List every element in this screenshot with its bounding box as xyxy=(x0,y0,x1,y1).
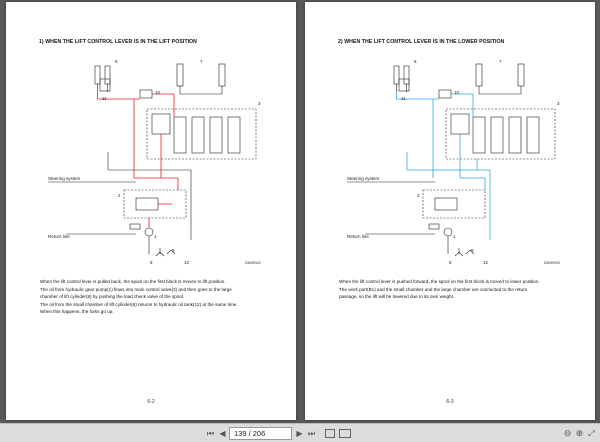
label-6: 6 xyxy=(414,59,417,64)
label-1: 1 xyxy=(453,234,456,239)
label-8: 8 xyxy=(449,260,452,265)
document-viewer: 1) WHEN THE LIFT CONTROL LEVER IS IN THE… xyxy=(6,2,595,420)
label-10: 10 xyxy=(155,90,161,95)
first-page-icon[interactable]: ⏮ xyxy=(206,428,215,438)
single-page-view-icon[interactable] xyxy=(325,429,335,438)
page-indicator: 139 / 206 xyxy=(234,429,266,438)
label-11: 11 xyxy=(102,96,107,101)
label-9: 9 xyxy=(172,248,175,253)
label-8: 8 xyxy=(150,260,153,265)
return-line-label: Return line xyxy=(48,234,70,239)
page-number-input[interactable]: 139 / 206 xyxy=(229,427,292,440)
paragraph: When the lift control lever is pulled ba… xyxy=(40,279,226,284)
page-right: 2) WHEN THE LIFT CONTROL LEVER IS IN THE… xyxy=(305,2,595,420)
label-12: 12 xyxy=(483,260,489,265)
return-line-label: Return line xyxy=(347,234,369,239)
last-page-icon[interactable]: ⏭ xyxy=(307,428,316,438)
steering-label: Steering system xyxy=(48,176,81,181)
label-6: 6 xyxy=(115,59,118,64)
paragraph: chamber of lift cylinder(8) by pushing t… xyxy=(40,294,185,299)
page-number: 6-2 xyxy=(147,399,155,405)
page-title: 1) WHEN THE LIFT CONTROL LEVER IS IN THE… xyxy=(39,39,197,45)
paragraph: The oil from the small chamber of lift c… xyxy=(40,301,238,307)
page-number: 6-3 xyxy=(446,399,454,405)
label-3: 3 xyxy=(557,101,560,106)
label-12: 12 xyxy=(184,260,190,265)
label-11: 11 xyxy=(401,96,406,101)
label-10: 10 xyxy=(454,90,460,95)
two-page-view-icon[interactable] xyxy=(339,429,351,438)
body-text: When the lift control lever is pulled ba… xyxy=(40,278,280,316)
body-text: When the lift control lever is pushed fo… xyxy=(339,278,579,301)
fullscreen-icon[interactable]: ⤢ xyxy=(588,428,595,438)
zoom-out-icon[interactable]: ⊖ xyxy=(563,428,572,439)
label-7: 7 xyxy=(200,59,203,64)
label-2: 2 xyxy=(417,193,420,198)
figure-code: D50HS02 xyxy=(245,261,261,265)
hydraulic-diagram-lift: 6 7 11 10 3 2 1 8 9 12 Steering system R… xyxy=(48,59,261,265)
paragraph: The work port(B1) and the small chamber … xyxy=(339,286,528,292)
paragraph: When the lift control lever is pushed fo… xyxy=(339,279,540,284)
next-page-icon[interactable]: ▶ xyxy=(296,429,303,438)
label-1: 1 xyxy=(154,234,157,239)
bottom-toolbar: ⏮ ◀ 139 / 206 ▶ ⏭ ⊖ ⊕ ⤢ xyxy=(0,423,600,442)
paragraph: passage, so the lift will be lowered due… xyxy=(339,294,455,299)
page-title: 2) WHEN THE LIFT CONTROL LEVER IS IN THE… xyxy=(338,39,505,45)
previous-page-icon[interactable]: ◀ xyxy=(219,429,226,438)
page-left: 1) WHEN THE LIFT CONTROL LEVER IS IN THE… xyxy=(6,2,296,420)
paragraph: When this happens, the forks go up. xyxy=(40,309,114,314)
label-2: 2 xyxy=(118,193,121,198)
label-9: 9 xyxy=(471,248,474,253)
label-3: 3 xyxy=(258,101,261,106)
label-7: 7 xyxy=(499,59,502,64)
figure-code: D50HS03 xyxy=(544,261,560,265)
steering-label: Steering system xyxy=(347,176,380,181)
zoom-in-icon[interactable]: ⊕ xyxy=(575,428,584,439)
hydraulic-diagram-lower: 6 7 11 10 3 2 1 8 9 12 Steering system R… xyxy=(347,59,560,265)
paragraph: The oil from hydraulic gear pump(1) flow… xyxy=(40,286,232,292)
